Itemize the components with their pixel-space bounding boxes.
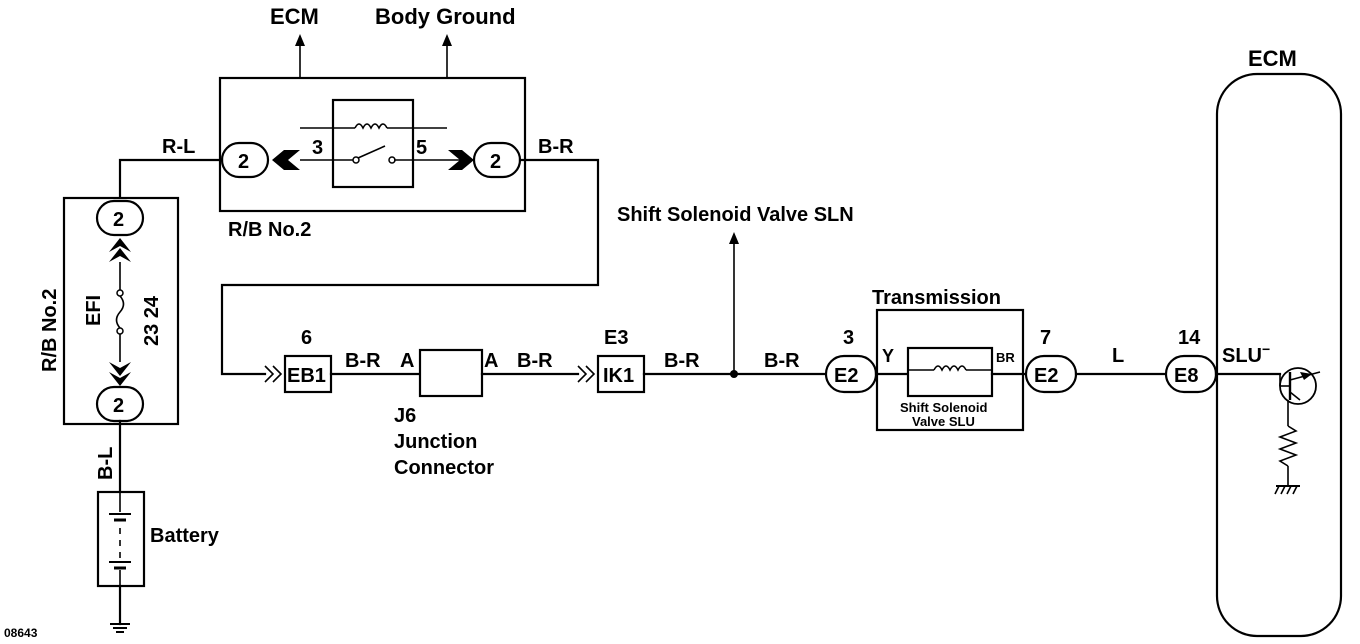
- connector-rb-right-pin: 2: [490, 151, 501, 173]
- label-solenoid-slu-1: Shift Solenoid: [900, 400, 987, 415]
- connector-eb1-label: EB1: [287, 365, 326, 387]
- resistor-icon: [1277, 400, 1299, 486]
- wire-label-y: Y: [882, 346, 894, 366]
- label-shift-sln: Shift Solenoid Valve SLN: [617, 204, 854, 226]
- connector-eb1: [264, 354, 333, 394]
- battery-cells-icon: [109, 492, 131, 586]
- connector-fuse-top-pin: 2: [113, 209, 124, 231]
- connector-fuse-top: [95, 199, 145, 262]
- label-connector: Connector: [394, 457, 494, 479]
- arrow-to-sln: [729, 232, 739, 374]
- connector-rb-left-pin: 2: [238, 151, 249, 173]
- connector-ik1: [577, 354, 646, 394]
- connector-e2-left-pin: 3: [843, 327, 854, 349]
- solenoid-slu-box: [906, 346, 994, 398]
- wire-label-b-l: B-L: [95, 447, 117, 480]
- connector-e8-label: E8: [1174, 365, 1198, 387]
- ground-battery-icon: [110, 584, 130, 633]
- wire-label-br-short: BR: [996, 350, 1015, 365]
- wire-label-b-r-2: B-R: [517, 350, 553, 372]
- solenoid-coil-icon: [908, 365, 992, 372]
- label-j6: J6: [394, 405, 416, 427]
- connector-e2-right-pin: 7: [1040, 327, 1051, 349]
- wire-label-b-r-top: B-R: [538, 136, 574, 158]
- label-efi: EFI: [83, 295, 105, 326]
- label-ecm-box: ECM: [1248, 46, 1297, 71]
- wire-label-r-l: R-L: [162, 136, 195, 158]
- label-battery: Battery: [150, 525, 220, 547]
- wire-label-l: L: [1112, 345, 1124, 367]
- label-body-ground: Body Ground: [375, 4, 516, 29]
- label-solenoid-slu-2: Valve SLU: [912, 414, 975, 429]
- junction-connector-j6: [418, 348, 484, 398]
- ground-ecm-icon: [1274, 485, 1300, 495]
- label-rb-no2-left: R/B No.2: [39, 289, 61, 372]
- label-ecm-top: ECM: [270, 4, 319, 29]
- label-transmission: Transmission: [872, 287, 1001, 309]
- relay-pin-3: 3: [312, 137, 323, 159]
- wire-label-b-r-3: B-R: [664, 350, 700, 372]
- j6-pin-a-right: A: [484, 350, 498, 372]
- j6-pin-a-left: A: [400, 350, 414, 372]
- wire-label-b-r-1: B-R: [345, 350, 381, 372]
- relay-coil-icon: [300, 123, 447, 130]
- relay: [331, 98, 415, 189]
- connector-ik1-pin: E3: [604, 327, 628, 349]
- relay-switch-icon: [300, 145, 470, 164]
- label-rb-no2-top: R/B No.2: [228, 219, 311, 241]
- wire-b-r-top: [220, 158, 600, 376]
- connector-eb1-pin: 6: [301, 327, 312, 349]
- battery-icon: [96, 490, 146, 588]
- connector-e2-left-label: E2: [834, 365, 858, 387]
- connector-fuse-bottom-pin: 2: [113, 395, 124, 417]
- label-code: 08643: [4, 626, 38, 640]
- relay-pin-5: 5: [416, 137, 427, 159]
- connector-ik1-label: IK1: [603, 365, 634, 387]
- connector-e8-pin: 14: [1178, 327, 1201, 349]
- wire-r-l: [118, 158, 224, 202]
- label-junction: Junction: [394, 431, 477, 453]
- connector-e2-right-label: E2: [1034, 365, 1058, 387]
- connector-rb-left: [220, 141, 300, 179]
- transistor-icon: [1279, 367, 1321, 405]
- ecm-box: [1215, 72, 1343, 638]
- wire-label-b-r-4: B-R: [764, 350, 800, 372]
- label-fuse-pins: 23 24: [141, 295, 163, 346]
- label-slu-minus: SLU−: [1222, 341, 1270, 367]
- fuse-efi-icon: [115, 262, 125, 362]
